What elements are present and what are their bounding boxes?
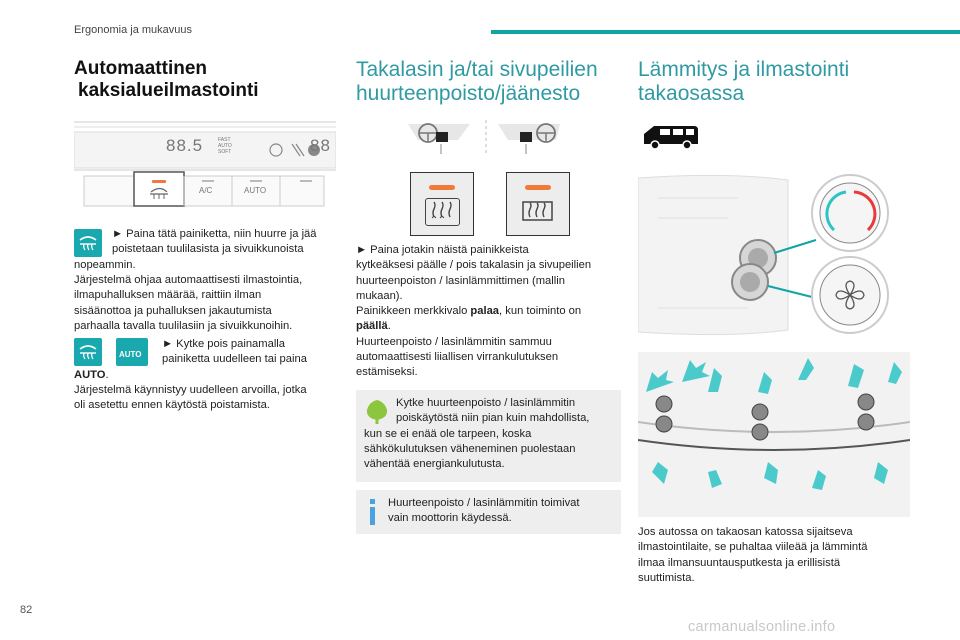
eco-tip-line5: vähentää energiankulutusta. <box>364 458 505 470</box>
col2-para1-line2: kytkeäksesi päälle / pois takalasin ja s… <box>356 259 592 272</box>
col3-title-line1: Lämmitys ja ilmastointi <box>638 58 850 81</box>
col3-para1-line2: ilmastointilaite, se puhaltaa viileää ja… <box>638 541 868 554</box>
rear-window-heat-icon-2 <box>521 198 554 224</box>
section-header: Ergonomia ja mukavuus <box>74 24 193 36</box>
col1-para1-line2: poistetaan tuulilasista ja sivuikkunoist… <box>112 243 304 255</box>
van-icon <box>640 122 702 157</box>
panel-soft-label: SOFT <box>218 149 232 155</box>
rear-defrost-led-2 <box>525 185 551 190</box>
col3-para1-line1: Jos autossa on takaosan katossa sijaitse… <box>638 526 853 538</box>
eco-tip-line2: poiskäytöstä niin pian kuin mahdollista, <box>396 412 590 424</box>
col2-para3-line2: automaattisesti liiallisen virrankulutuk… <box>356 351 559 364</box>
eco-tip-line1: Kytke huurteenpoisto / lasinlämmitin <box>396 397 576 409</box>
ceiling-vents-illustration <box>637 352 911 517</box>
leaf-icon <box>364 398 390 431</box>
col2-para1-line3: huurteenpoiston / lasinlämmittimen (mall… <box>356 274 565 287</box>
panel-display-right: 88 <box>310 136 331 155</box>
col1-title-line1: Automaattinen <box>74 58 207 79</box>
info-note-line2: vain moottorin käydessä. <box>388 512 512 524</box>
panel-fast-label: FAST <box>218 137 231 143</box>
col1-para3-line1: ► Kytke pois painamalla <box>162 338 286 351</box>
col1-para3-auto: AUTO <box>74 369 106 382</box>
rear-window-heat-icon <box>425 198 460 226</box>
col1-para2-line2: ilmapuhalluksen määrää, raittiin ilman <box>74 289 262 302</box>
page-number: 82 <box>20 604 33 616</box>
col2-body: ► Paina jotakin näistä painikkeista kytk… <box>356 243 621 381</box>
col2-para2-line1: Painikkeen merkkivalo palaa, kun toimint… <box>356 305 582 318</box>
col2-para2-line2: päällä. <box>356 320 391 333</box>
header-rule <box>491 30 960 34</box>
col1-para4-line1: Järjestelmä käynnistyy uudelleen arvoill… <box>74 384 307 397</box>
col2-para3-line1: Huurteenpoisto / lasinlämmitin sammuu <box>356 335 552 348</box>
col1-para3-line2: painiketta uudelleen tai paina <box>162 353 307 366</box>
auto-icon: AUTO <box>116 338 148 367</box>
col2-para3-line3: estämiseksi. <box>356 366 418 379</box>
panel-auto-button: AUTO <box>244 186 267 195</box>
panel-auto-label: AUTO <box>218 143 232 149</box>
col3-title-line2: takaosassa <box>638 82 745 105</box>
col2-title-line1: Takalasin ja/tai sivupeilien <box>356 58 598 81</box>
panel-fast-auto-soft: FAST AUTO SOFT <box>218 137 232 155</box>
col2-title-line2: huurteenpoisto/jäänesto <box>356 82 581 105</box>
eco-tip-line4: sähkökulutuksen väheneminen puolestaan <box>364 443 576 455</box>
col1-body: ► Paina tätä painiketta, niin huurre ja … <box>74 227 344 414</box>
mirror-illustration <box>400 118 570 158</box>
col1-para2-line4: parhaalla tavalla tuulilasiin ja sivuikk… <box>74 319 293 332</box>
col3-para1-line4: suuttimista. <box>638 571 695 584</box>
col3-para1-line3: ilmaa ilmansuuntausputkesta ja erillisis… <box>638 556 841 569</box>
panel-ac-button: A/C <box>199 186 213 195</box>
col1-para4-line2: oli asetettu ennen käytöstä poistamista. <box>74 399 270 412</box>
info-note-line1: Huurteenpoisto / lasinlämmitin toimivat <box>388 497 580 509</box>
windshield-defrost-icon-2 <box>74 338 102 367</box>
rear-defrost-button-1[interactable] <box>410 172 474 236</box>
rear-defrost-led-1 <box>429 185 455 190</box>
info-icon <box>369 499 377 530</box>
windshield-defrost-icon <box>74 229 102 257</box>
eco-tip-box: Kytke huurteenpoisto / lasinlämmitin poi… <box>356 390 621 482</box>
col2-para1-line4: mukaan). <box>356 289 403 302</box>
rear-controls-illustration <box>637 168 910 343</box>
rear-defrost-button-2[interactable] <box>506 172 570 236</box>
col3-body: Jos autossa on takaosan katossa sijaitse… <box>638 525 913 586</box>
col2-para1-line1: ► Paina jotakin näistä painikkeista <box>356 244 529 256</box>
col1-para1-line1: ► Paina tätä painiketta, niin huurre ja … <box>112 228 317 240</box>
info-note-box: Huurteenpoisto / lasinlämmitin toimivat … <box>356 490 621 534</box>
col1-para2-line1: Järjestelmä ohjaa automaattisesti ilmast… <box>74 274 303 286</box>
col1-title-line2: kaksialueilmastointi <box>78 80 259 101</box>
climate-panel-illustration: 88.5 FAST AUTO SOFT 88 A/C AUTO <box>73 120 337 212</box>
col1-para2-line3: sisäänottoa ja puhalluksen jakautumista <box>74 304 272 317</box>
eco-tip-line3: kun se ei enää ole tarpeen, koska <box>364 428 532 440</box>
panel-display-left: 88.5 <box>166 136 204 155</box>
col1-para1-line3: nopeammin. <box>74 259 136 271</box>
watermark: carmanualsonline.info <box>688 619 836 635</box>
col1-para3-period: . <box>105 369 109 382</box>
